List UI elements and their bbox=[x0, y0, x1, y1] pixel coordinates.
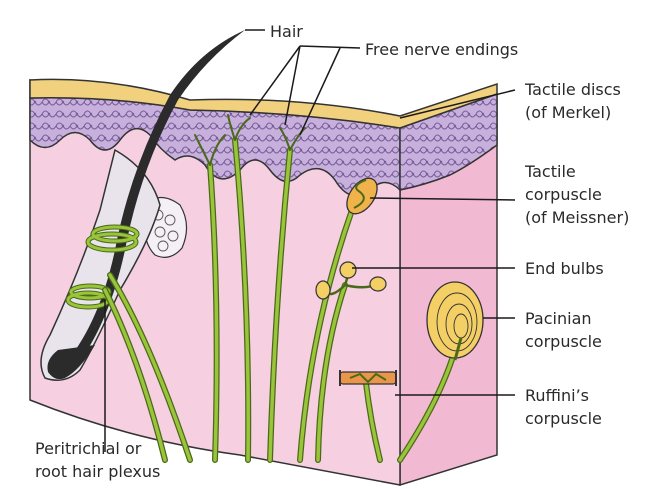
label-free-nerve-endings: Free nerve endings bbox=[365, 38, 518, 61]
label-tactile-corpuscle-line1: Tactile bbox=[525, 160, 629, 183]
label-pacinian-line1: Pacinian bbox=[525, 307, 602, 330]
ruffini-corpuscle bbox=[340, 370, 396, 386]
label-pacinian-line2: corpuscle bbox=[525, 330, 602, 353]
label-peritrichial-line2: root hair plexus bbox=[35, 460, 160, 483]
label-tactile-corpuscle-line3: (of Meissner) bbox=[525, 206, 629, 229]
label-peritrichial: Peritrichial or root hair plexus bbox=[35, 437, 160, 483]
label-hair: Hair bbox=[270, 20, 303, 43]
label-tactile-discs-line1: Tactile discs bbox=[525, 78, 621, 101]
label-tactile-discs: Tactile discs (of Merkel) bbox=[525, 78, 621, 124]
label-ruffini-line2: corpuscle bbox=[525, 407, 602, 430]
label-pacinian: Pacinian corpuscle bbox=[525, 307, 602, 353]
label-tactile-corpuscle: Tactile corpuscle (of Meissner) bbox=[525, 160, 629, 229]
label-end-bulbs: End bulbs bbox=[525, 257, 604, 280]
label-ruffini: Ruffini’s corpuscle bbox=[525, 384, 602, 430]
label-tactile-discs-line2: (of Merkel) bbox=[525, 101, 621, 124]
label-ruffini-line1: Ruffini’s bbox=[525, 384, 602, 407]
label-tactile-corpuscle-line2: corpuscle bbox=[525, 183, 629, 206]
label-peritrichial-line1: Peritrichial or bbox=[35, 437, 160, 460]
